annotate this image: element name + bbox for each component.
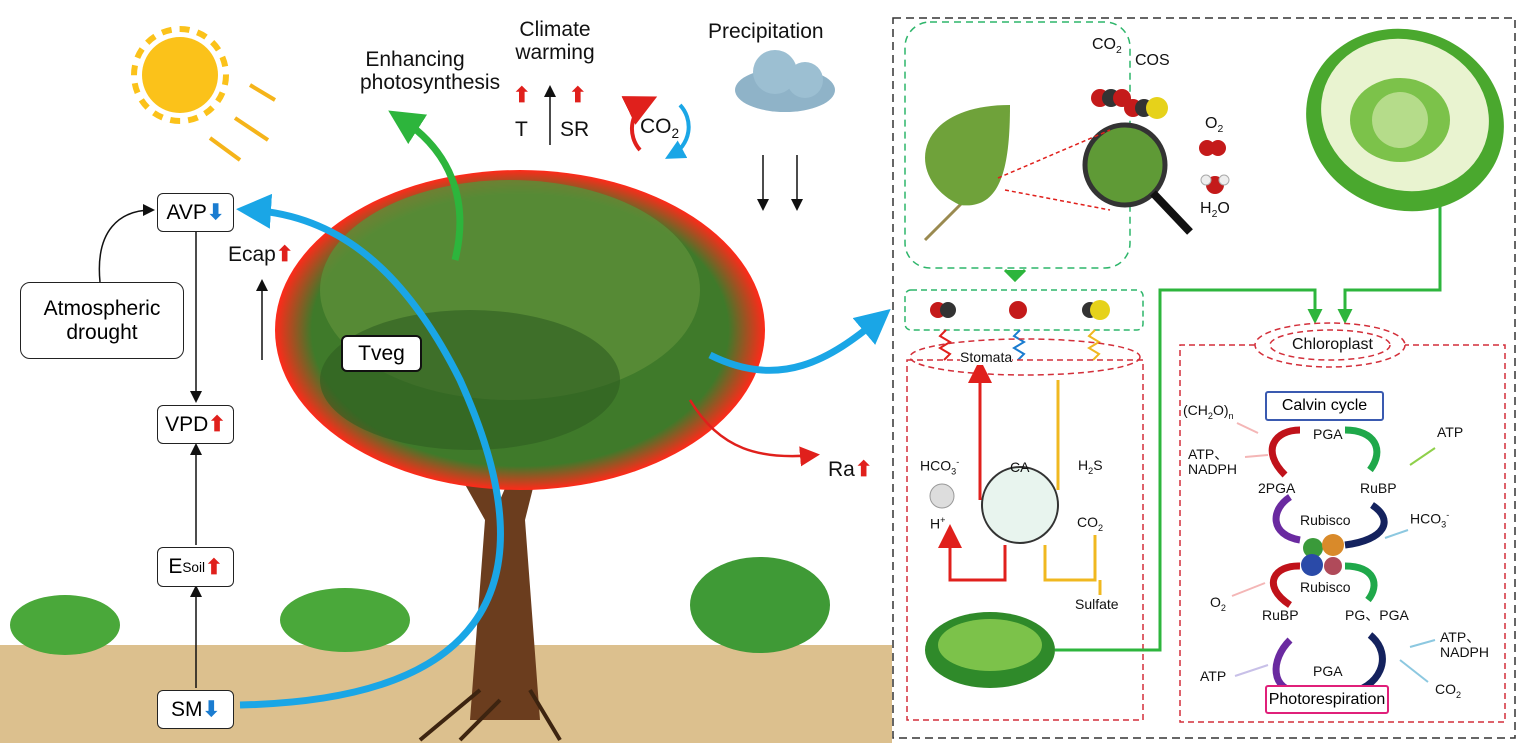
rubisco-label: Rubisco: [1300, 579, 1351, 595]
mitochondrion-icon: [925, 612, 1055, 688]
ground: [0, 645, 892, 743]
chloroplast-box: [1179, 344, 1506, 723]
ecap-label: Ecap⬆: [228, 243, 294, 266]
atp-nadph-label: ATP、NADPH: [1440, 629, 1490, 661]
h2o-molecule-icon: [1200, 174, 1230, 194]
plant-cell-icon: [1306, 28, 1504, 212]
h-plus-label: H+: [930, 515, 946, 532]
sun-icon: [131, 26, 277, 162]
rubisco-label: Rubisco: [1300, 512, 1351, 528]
co2-cycle-blue: [664, 103, 691, 159]
ra-label: Ra⬆: [828, 458, 873, 481]
stomata-ellipse: [909, 338, 1141, 376]
o2-molecule-icon: [1199, 140, 1226, 156]
green-connector: [1055, 288, 1323, 652]
stomata-label: Stomata: [960, 349, 1013, 366]
bush: [690, 557, 830, 653]
leaf-icon: [923, 105, 1010, 242]
rubp-label: RuBP: [1360, 480, 1397, 496]
co2-cycle-red: [621, 96, 658, 152]
co2-label: CO2: [640, 115, 680, 142]
molecule-strip: [904, 289, 1144, 331]
cos-label: COS: [1135, 52, 1170, 69]
ch2on-label: (CH2O)n: [1183, 402, 1234, 421]
strip-molecules: [930, 300, 1110, 320]
sulfate-label: Sulfate: [1075, 596, 1119, 612]
magnifier-icon: [1082, 122, 1193, 235]
atp-label: ATP: [1200, 668, 1227, 684]
co2-label-cell: CO2: [1077, 514, 1104, 533]
calvin-cycle-box: Calvin cycle: [1265, 391, 1384, 421]
avp-box: AVP⬇: [157, 193, 234, 232]
hco3-label: HCO3-: [920, 457, 960, 477]
down-arrow-icon: ⬇: [202, 698, 221, 721]
co2-label: CO2: [1092, 36, 1122, 57]
up-arrow-icon: ⬆: [208, 413, 226, 436]
chloroplast-label: Chloroplast: [1292, 336, 1373, 353]
rubp-label: RuBP: [1262, 607, 1299, 623]
h2o-label: H2O: [1200, 200, 1230, 221]
grass-clump: [10, 595, 120, 655]
rubisco-icon: [1301, 534, 1344, 576]
green-flow-arrow: [388, 110, 464, 261]
2pga-label: 2PGA: [1258, 480, 1296, 496]
o2-label: O2: [1210, 594, 1226, 613]
up-arrow-icon: ⬆: [205, 555, 223, 579]
rain-cloud-icon: [735, 50, 835, 211]
co2-label: CO2: [1435, 681, 1462, 700]
solar-radiation-label: SR: [560, 118, 590, 141]
vpd-box: VPD⬆: [157, 405, 234, 444]
up-arrow-icon: ⬆: [275, 243, 294, 266]
green-connector: [1337, 180, 1442, 324]
down-arrow-icon: ⬇: [206, 201, 225, 224]
tveg-box: Tveg: [341, 335, 422, 372]
cell-box: [906, 359, 1144, 721]
up-arrow-icon: ⬆: [854, 458, 873, 481]
h2s-label: H2S: [1078, 457, 1103, 476]
photorespiration-box: Photorespiration: [1265, 685, 1389, 714]
up-arrow-icon: ⬆: [569, 84, 587, 107]
ca-label: CA: [1010, 459, 1030, 475]
pg-pga-label: PG、PGA: [1345, 607, 1409, 623]
atp-label: ATP: [1437, 424, 1464, 440]
pga-label: PGA: [1313, 663, 1343, 679]
pga-label: PGA: [1313, 426, 1343, 442]
o2-label: O2: [1205, 115, 1224, 136]
mechanism-panel: [892, 17, 1516, 739]
sm-box: SM⬇: [157, 690, 234, 729]
carbonic-anhydrase-icon: [981, 466, 1059, 544]
temperature-label: T: [515, 118, 528, 141]
up-arrow-icon: ⬆: [513, 84, 531, 107]
blue-flow-arrow: [236, 193, 504, 709]
grass-clump: [280, 588, 410, 652]
blue-flow-to-leaf: [708, 308, 891, 374]
atp-nadph-label: ATP、NADPH: [1188, 446, 1238, 478]
ra-arrow: [688, 399, 820, 467]
cos-molecule-icon: [1124, 97, 1168, 119]
precipitation-label: Precipitation: [708, 20, 824, 43]
hco3-label: HCO3-: [1410, 510, 1450, 530]
